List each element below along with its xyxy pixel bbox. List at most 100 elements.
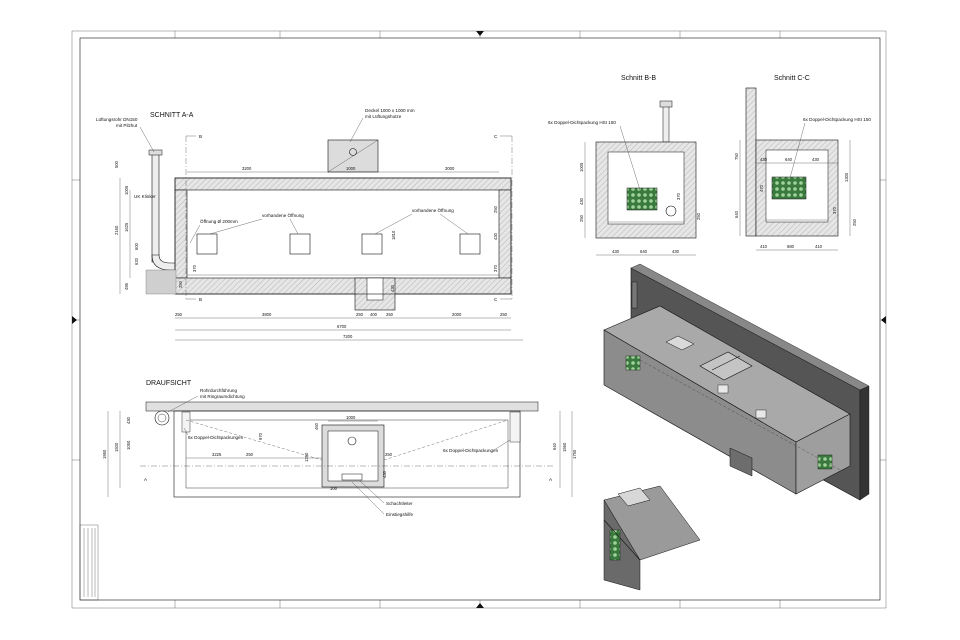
plan-dim-right-1: 640 — [552, 442, 557, 450]
plan-wall-left-seal — [181, 411, 191, 433]
vent-cap-icon — [349, 148, 357, 156]
iso-back-wall-side — [859, 385, 870, 501]
plan-vent-icon — [347, 436, 357, 446]
roof-slab — [174, 177, 512, 191]
plan-seal-right-label: 6x Doppel-Dichtpackungen — [443, 448, 499, 453]
dim-aa-top-2: 1000 — [346, 166, 356, 171]
dim-aa-left-6: 495 — [124, 282, 129, 290]
plan-rohr-label-2: mit Ringraumdichtung — [200, 394, 245, 399]
frame-center-arrows — [72, 31, 886, 608]
plan-manhole-inner — [327, 430, 379, 482]
plan-dim-right-3: 1750 — [572, 449, 577, 459]
iso-roof-opening — [665, 335, 695, 351]
plan-dim-inner-3: 1000 — [346, 415, 356, 420]
section-a-a: SCHNITT A-A Deckel 1000 x 1000 mm mit Lü… — [96, 108, 523, 341]
dim-aa-top-3: 3000 — [445, 166, 455, 171]
cut-marker-a-left: A — [144, 477, 148, 482]
cut-marker-c-bottom: C — [494, 297, 498, 302]
iso-manhole — [699, 351, 753, 381]
dim-aa-bot-1: 250 — [175, 312, 183, 317]
dim-aa-misc-7: 250 — [178, 280, 183, 288]
detail-lid — [617, 487, 651, 507]
iso-grate-left — [625, 355, 641, 371]
cc-dim-right-3: 250 — [852, 218, 857, 226]
detail-inset — [603, 485, 701, 591]
plan-dim-left-3: 1050 — [126, 440, 131, 450]
plan-dim-inner-2: 250 — [246, 452, 254, 457]
bb-vent-cap — [659, 100, 673, 108]
ground-block — [145, 269, 177, 295]
cut-marker-c-top: C — [494, 134, 498, 139]
dim-aa-bot-6: 2000 — [452, 312, 462, 317]
dim-aa-total-1: 6700 — [337, 324, 347, 329]
iso-grate-right — [817, 454, 833, 470]
dim-aa-left-3: 1005 — [124, 185, 129, 195]
cc-seal-block — [771, 176, 807, 200]
section-b-b: Schnitt B-B 6x Doppel-Dichtpackung HSI 1… — [548, 75, 701, 256]
ladder-label: Schachtleiter — [386, 501, 413, 506]
dim-aa-misc-8: 430 — [390, 284, 395, 292]
detail-wall — [603, 499, 641, 591]
cc-dim-top-2: 640 — [785, 157, 793, 162]
outer-shell — [174, 177, 512, 295]
plan-dim-misc-1: 460 — [314, 422, 319, 430]
iso-window-2 — [755, 409, 767, 419]
dim-aa-misc-5: 370 — [192, 264, 197, 272]
entry-aid-label: Einstiegshilfe — [386, 512, 414, 517]
plan-title: DRAUFSICHT — [146, 380, 192, 387]
iso-window-1 — [717, 384, 729, 394]
plan-pipe-inner-icon — [157, 413, 167, 423]
cc-back-wall — [745, 87, 757, 237]
plan-dim-left-1: 1950 — [102, 449, 107, 459]
plan-dim-left-2: 1500 — [114, 442, 119, 452]
existing-opening-label-1: vorhandene Öffnung — [262, 212, 304, 218]
plan-dim-inner-4: 250 — [385, 452, 393, 457]
dim-aa-left-4: 600 — [134, 242, 139, 250]
ventilation-pipe — [151, 153, 160, 263]
bb-dim-left-1: 1005 — [579, 162, 584, 172]
plan-dim-inner-5: 1250 — [304, 452, 309, 462]
section-a-a-title: SCHNITT A-A — [150, 112, 194, 119]
cut-marker-b-top: B — [199, 134, 202, 139]
plan-ladder — [341, 473, 363, 481]
bb-seal-block — [626, 187, 658, 211]
iso-sump — [729, 447, 753, 477]
frame-tick-marks — [72, 31, 886, 608]
dim-aa-bot-4: 400 — [370, 312, 378, 317]
cc-dim-bot-3: 410 — [815, 244, 823, 249]
bb-dim-left-3: 250 — [579, 214, 584, 222]
opening-4 — [459, 233, 481, 255]
left-wall — [174, 189, 188, 279]
plan-back-slab — [145, 401, 539, 412]
cc-dim-left-1: 750 — [734, 152, 739, 160]
section-b-b-title: Schnitt B-B — [621, 75, 656, 82]
bb-dim-bot-3: 430 — [672, 249, 680, 254]
dim-aa-misc-1: 500 — [114, 160, 119, 168]
cc-seal-label: 6x Doppel-Dichtpackung HSI 150 — [803, 117, 871, 122]
dim-aa-bot-3: 250 — [356, 312, 364, 317]
pipe-cap — [148, 149, 163, 156]
uk-klinker-label: UK Klinker — [134, 194, 156, 199]
dim-aa-top-1: 3200 — [242, 166, 252, 171]
sheet-inner-frame — [79, 37, 881, 601]
cc-dim-top-3: 430 — [812, 157, 820, 162]
sump-inner — [366, 277, 384, 301]
dim-aa-misc-2: 250 — [493, 205, 498, 213]
plan-outline — [173, 410, 521, 498]
bb-pipe-opening-icon — [665, 205, 677, 217]
cc-dim-top-1: 430 — [760, 157, 768, 162]
cc-dim-left-3: 640 — [734, 210, 739, 218]
bb-dim-bot-1: 430 — [612, 249, 620, 254]
dim-aa-total-2: 7200 — [343, 334, 353, 339]
opening-3 — [361, 233, 383, 255]
right-wall — [498, 189, 512, 279]
bb-dim-bot-2: 640 — [640, 249, 648, 254]
plan-dim-right-2: 1560 — [562, 442, 567, 452]
floor-slab — [174, 277, 512, 295]
cc-dim-right-2: 370 — [832, 206, 837, 214]
isometric-view — [603, 263, 870, 501]
cc-dim-bot-1: 410 — [760, 244, 768, 249]
vent-pipe-label-2: mit Pilzhut — [116, 123, 138, 128]
cut-marker-a-right: A — [549, 477, 553, 482]
plan-dim-inner-1: 3225 — [212, 452, 222, 457]
